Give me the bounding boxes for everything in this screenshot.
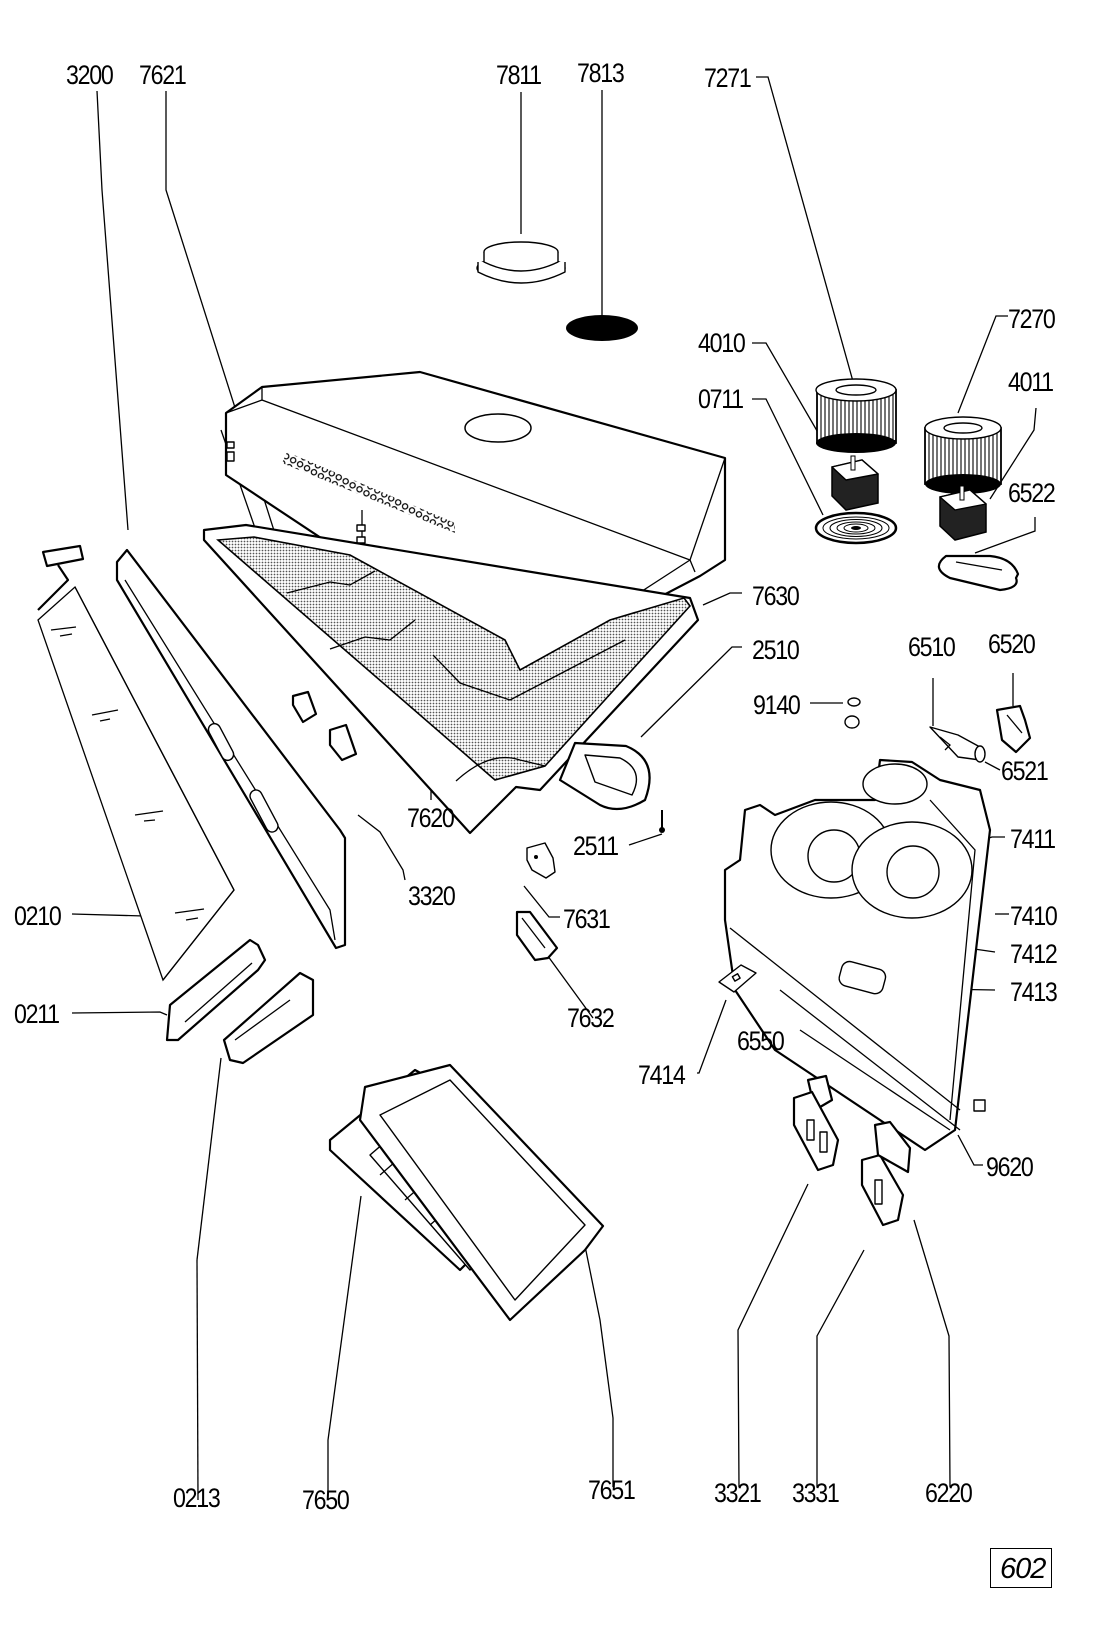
leader-0711 xyxy=(752,398,824,516)
part-0211-support-bar xyxy=(165,938,267,1042)
leader-7650 xyxy=(327,1195,362,1500)
leader-3320 xyxy=(357,814,406,881)
part-0213-latch xyxy=(222,971,315,1065)
label-7270: 7270 xyxy=(1008,304,1056,334)
leader-7414 xyxy=(697,999,727,1074)
label-7411: 7411 xyxy=(1010,824,1056,854)
label-7632: 7632 xyxy=(567,1003,615,1033)
part-7811-duct-collar xyxy=(476,241,566,284)
leader-0213 xyxy=(196,1259,199,1501)
label-3331: 3331 xyxy=(792,1478,840,1508)
label-7412: 7412 xyxy=(1010,939,1058,969)
leader-2510 xyxy=(640,646,742,738)
label-7813: 7813 xyxy=(577,58,625,88)
leader-9620 xyxy=(957,1134,983,1166)
part-7632-module xyxy=(515,910,559,962)
label-7631: 7631 xyxy=(563,904,611,934)
part-9620-clip xyxy=(973,1099,986,1112)
leader-6220 xyxy=(913,1219,951,1488)
label-6550: 6550 xyxy=(737,1026,785,1056)
leader-4011 xyxy=(989,407,1037,500)
leader-2511 xyxy=(628,833,663,846)
leader-7630 xyxy=(702,592,742,606)
page-number: 602 xyxy=(1000,1553,1046,1585)
part-7414-pad xyxy=(718,964,757,993)
leader-0211 xyxy=(71,1011,168,1016)
page-number-box xyxy=(990,1548,1052,1588)
label-7413: 7413 xyxy=(1010,977,1058,1007)
part-7813-disc xyxy=(566,315,638,341)
label-2511: 2511 xyxy=(573,831,619,861)
label-0210: 0210 xyxy=(14,901,62,931)
part-7631-bracket xyxy=(526,842,556,879)
part-7651-filter-frame xyxy=(358,1063,605,1322)
label-0711: 0711 xyxy=(698,384,744,414)
label-7621: 7621 xyxy=(139,60,187,90)
leader-4010 xyxy=(752,342,828,449)
part-9140-bushings xyxy=(844,697,861,729)
leader-7271 xyxy=(756,76,855,386)
label-6510: 6510 xyxy=(908,632,956,662)
label-4010: 4010 xyxy=(698,328,746,358)
label-7410: 7410 xyxy=(1010,901,1058,931)
part-3321-knob-plate xyxy=(792,1090,840,1172)
part-4011-capacitor xyxy=(939,485,987,541)
label-7414: 7414 xyxy=(638,1060,686,1090)
label-7620: 7620 xyxy=(407,803,455,833)
label-6220: 6220 xyxy=(925,1478,973,1508)
leader-6522 xyxy=(974,517,1036,554)
label-4011: 4011 xyxy=(1008,367,1054,397)
part-2510-lamp-cover xyxy=(558,741,651,811)
label-6522: 6522 xyxy=(1008,478,1056,508)
leader-0213b xyxy=(196,1057,222,1261)
label-7811: 7811 xyxy=(496,60,542,90)
part-7270-filter xyxy=(924,416,1002,494)
label-3320: 3320 xyxy=(408,881,456,911)
label-7651: 7651 xyxy=(588,1475,636,1505)
leader-7270 xyxy=(957,315,1008,414)
label-2510: 2510 xyxy=(752,635,800,665)
label-3200: 3200 xyxy=(66,60,114,90)
part-7410-fan-housing xyxy=(723,758,992,1152)
label-7271: 7271 xyxy=(704,63,752,93)
part-6520-lampholder xyxy=(995,704,1032,754)
part-0711-fan-grille xyxy=(814,511,898,545)
leader-3200 xyxy=(96,90,129,531)
part-7271-filter xyxy=(815,378,897,453)
part-4010-capacitor xyxy=(831,455,879,511)
label-6520: 6520 xyxy=(988,629,1036,659)
part-2511-screw xyxy=(659,810,665,833)
part-6510-bulb xyxy=(929,726,986,763)
label-9620: 9620 xyxy=(986,1152,1034,1182)
leader-7651 xyxy=(582,1235,614,1487)
leader-3331 xyxy=(816,1249,865,1487)
part-3320-buttons xyxy=(291,690,358,762)
label-9140: 9140 xyxy=(753,690,801,720)
part-6220-switch xyxy=(873,1120,912,1174)
leader-7631 xyxy=(523,885,560,918)
part-6522-lamp-lens xyxy=(937,554,1020,592)
label-7650: 7650 xyxy=(302,1485,350,1515)
label-7630: 7630 xyxy=(752,581,800,611)
leader-0210 xyxy=(71,913,145,917)
part-3200-front-panel xyxy=(115,548,347,950)
label-0213: 0213 xyxy=(173,1483,221,1513)
label-0211: 0211 xyxy=(14,999,60,1029)
leader-6521 xyxy=(984,761,1001,771)
label-3321: 3321 xyxy=(714,1478,762,1508)
leader-3321 xyxy=(737,1183,809,1488)
part-7630-filter-frame xyxy=(202,523,700,835)
label-6521: 6521 xyxy=(1001,756,1049,786)
leader-7621 xyxy=(165,91,297,601)
part-0210-glass-panel xyxy=(37,544,235,982)
